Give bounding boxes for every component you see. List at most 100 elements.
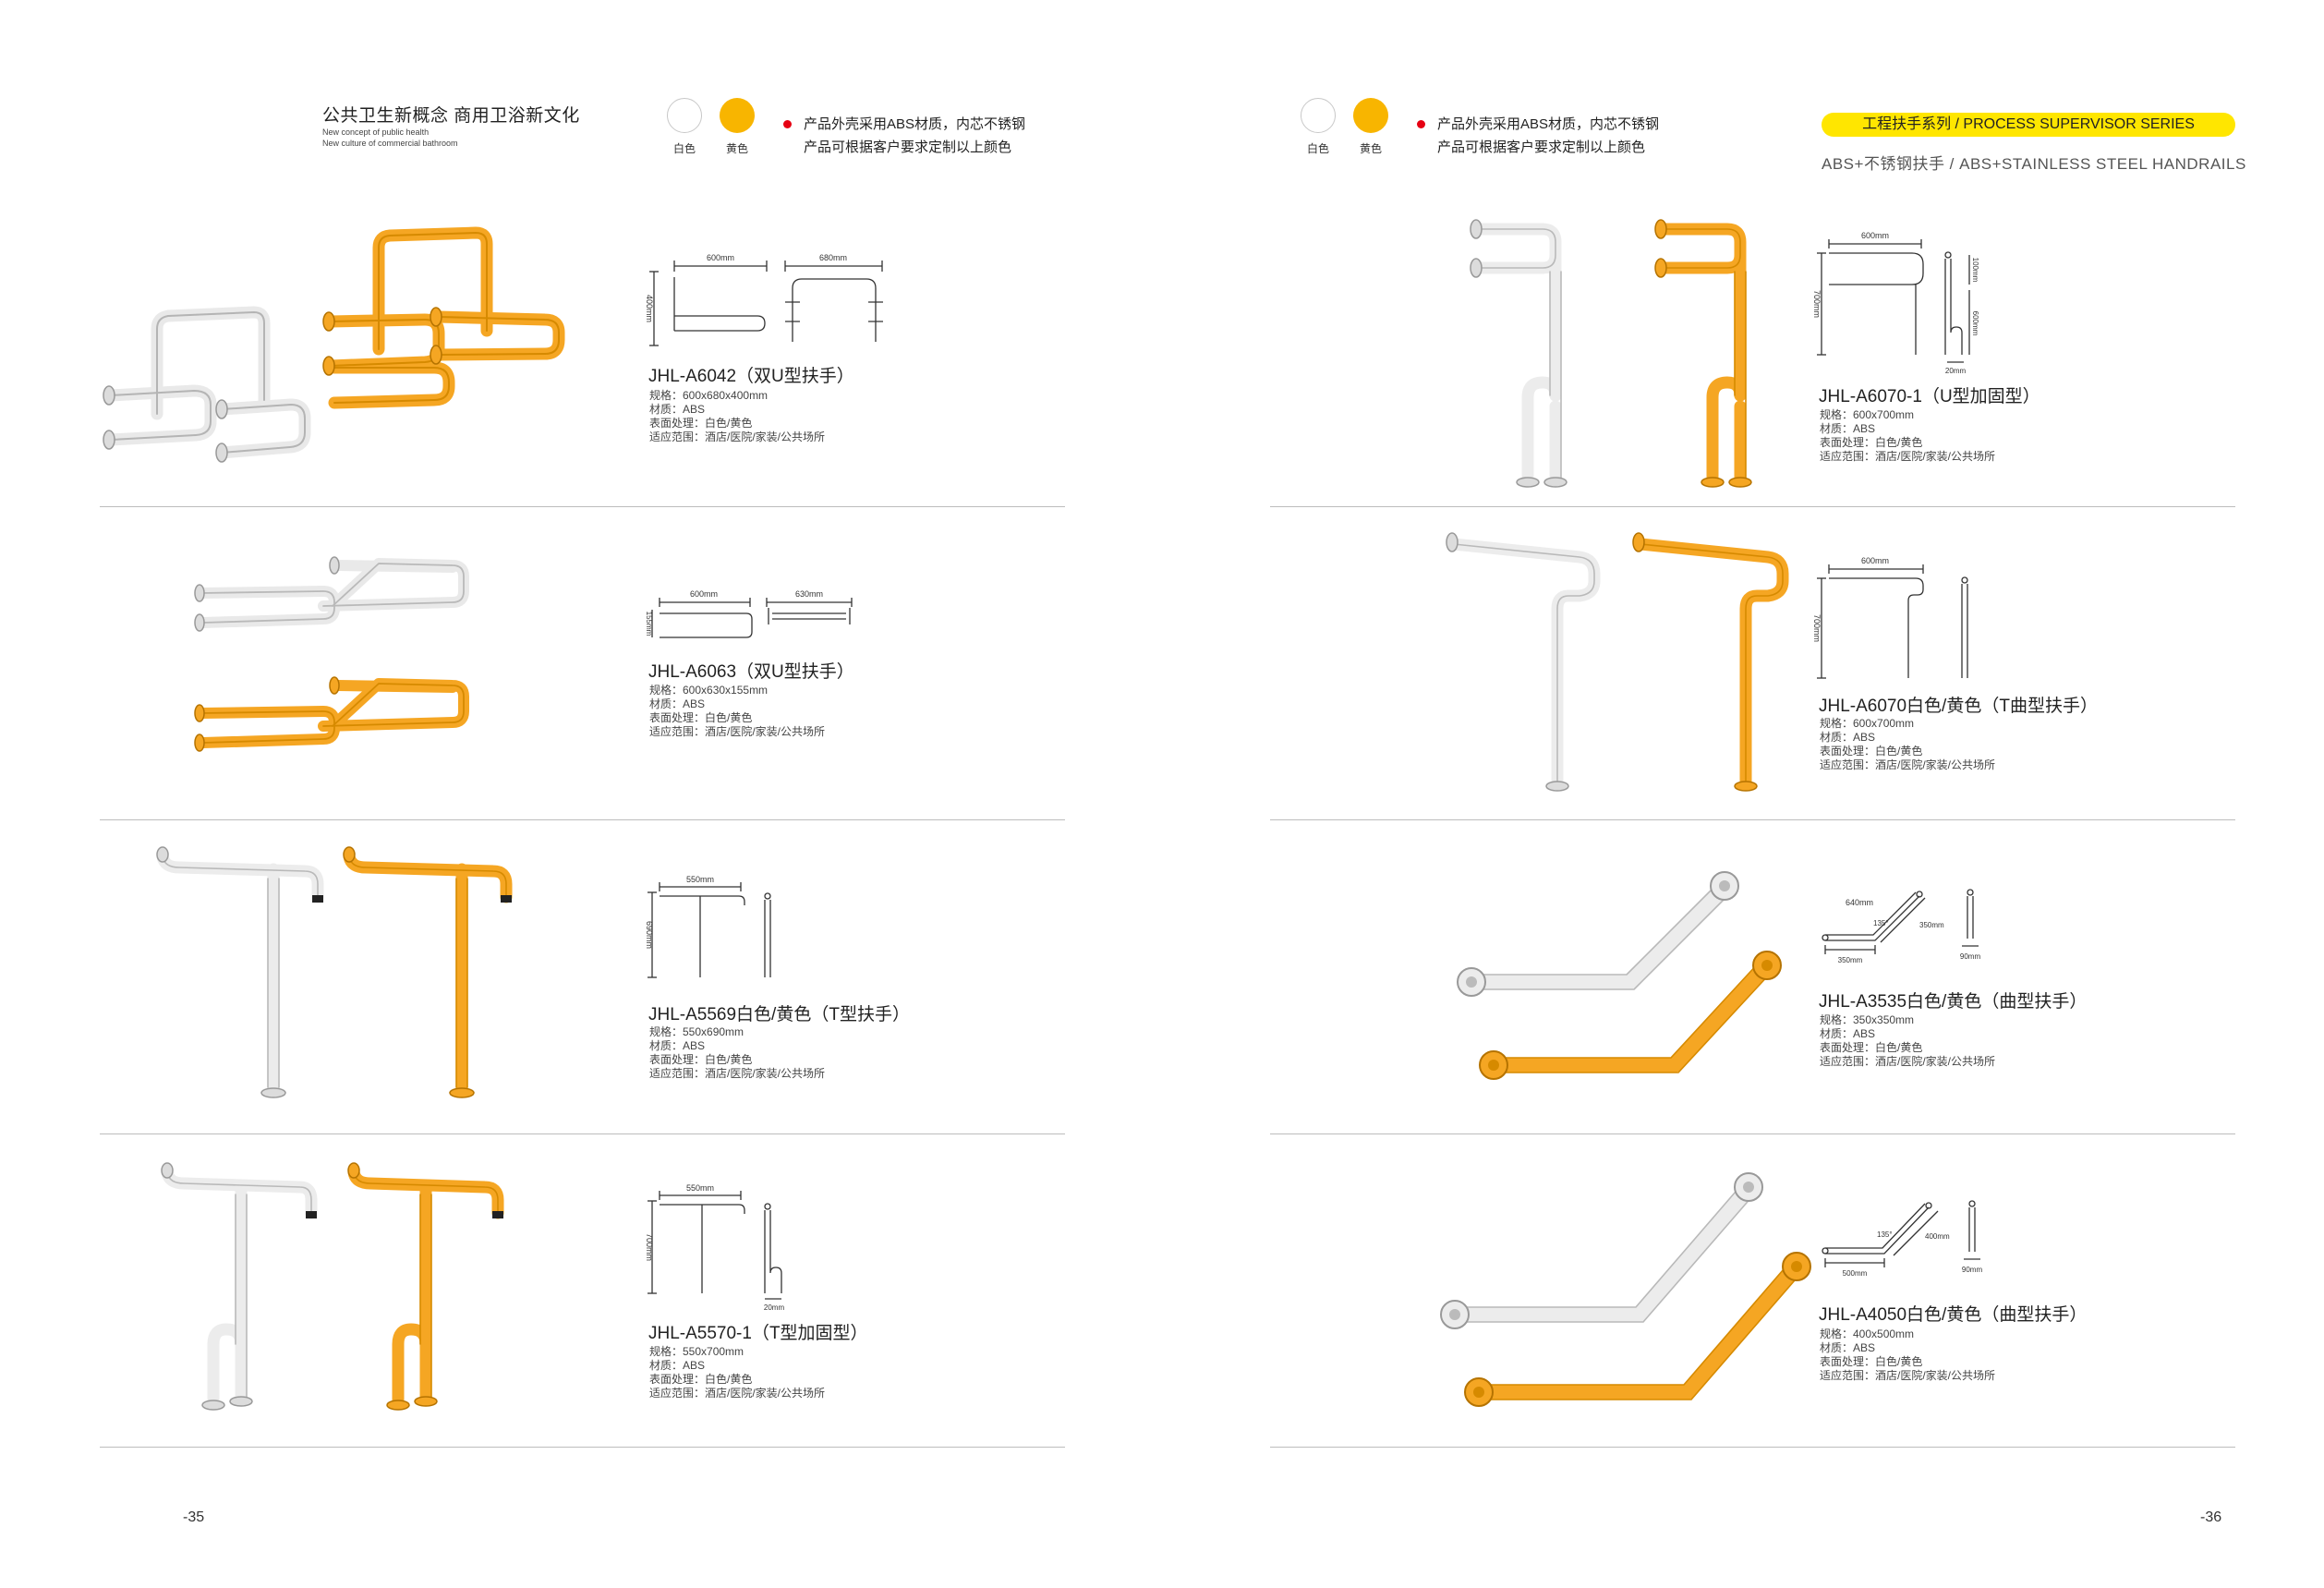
section-divider (100, 1447, 1065, 1448)
product-photo-t-curved-handrail (1446, 532, 1789, 792)
dim-width: 600mm (690, 589, 718, 599)
dim-rise: 400mm (1925, 1232, 1950, 1241)
left-page-title: 公共卫生新概念 商用卫浴新文化 (322, 106, 580, 126)
dimension-drawing: 600mm 700mm 100mm 600mm 20mm (1812, 231, 1979, 375)
product-finish: 表面处理：白色/黄色 (1820, 745, 1923, 758)
white-swatch-label: 白色 (1306, 142, 1329, 155)
dimension-drawing: 600mm 630mm 155mm (647, 589, 853, 638)
product-material: 材质：ABS (1820, 731, 1876, 744)
custom-color-note: 产品可根据客户要求定制以上颜色 (804, 139, 1012, 155)
product-material: 材质：ABS (1820, 422, 1876, 435)
section-divider (1270, 1133, 2235, 1134)
dim-depth: 680mm (819, 253, 847, 262)
product-model: JHL-A3535白色/黄色（曲型扶手） (1819, 992, 2088, 1012)
section-divider (1270, 819, 2235, 820)
product-finish: 表面处理：白色/黄色 (649, 711, 753, 724)
dim-offset: 20mm (1945, 367, 1967, 375)
bullet-dot-icon (783, 120, 792, 128)
dim-height: 700mm (1812, 614, 1822, 642)
dim-height: 700mm (647, 1233, 654, 1261)
product-spec: 规格：350x350mm (1820, 1013, 1915, 1026)
product-model: JHL-A4050白色/黄色（曲型扶手） (1819, 1305, 2088, 1325)
dim-height: 700mm (1812, 290, 1822, 318)
dim-width: 550mm (686, 876, 714, 884)
dim-leg: 600mm (1971, 311, 1979, 336)
product-material: 材质：ABS (649, 1039, 706, 1052)
product-spec: 规格：600x700mm (1820, 408, 1915, 421)
dim-rise: 350mm (1919, 921, 1944, 929)
product-photo-double-u-handrail (194, 556, 469, 752)
product-spec: 规格：400x500mm (1820, 1327, 1915, 1340)
product-finish: 表面处理：白色/黄色 (649, 417, 753, 430)
product-spec: 规格：600x630x155mm (649, 684, 769, 697)
material-note: 产品外壳采用ABS材质，内芯不锈钢 (804, 116, 1026, 132)
product-usage: 适应范围：酒店/医院/家装/公共场所 (649, 725, 826, 738)
dim-width: 600mm (1861, 231, 1889, 240)
product-usage: 适应范围：酒店/医院/家装/公共场所 (1820, 1369, 1996, 1382)
product-model: JHL-A6042（双U型扶手） (648, 367, 854, 386)
dim-height: 155mm (647, 612, 653, 636)
dimension-drawing: 600mm 680mm 400mm (647, 253, 883, 346)
product-material: 材质：ABS (649, 697, 706, 710)
product-model: JHL-A6063（双U型扶手） (648, 662, 854, 682)
dim-width: 600mm (707, 253, 734, 262)
page-number-right: -36 (2200, 1509, 2222, 1525)
dimension-drawing: 640mm 135° 350mm 350mm 90mm (1822, 889, 1981, 964)
dim-angle: 135° (1877, 1230, 1893, 1239)
series-subtitle: ABS+不锈钢扶手 / ABS+STAINLESS STEEL HANDRAIL… (1822, 155, 2246, 173)
product-usage: 适应范围：酒店/医院/家装/公共场所 (649, 1067, 826, 1080)
yellow-color-swatch (720, 98, 755, 133)
dim-offset: 20mm (764, 1303, 785, 1312)
product-photo-t-handrail (156, 846, 513, 1098)
dim-depth: 90mm (1960, 952, 1981, 961)
product-model: JHL-A5569白色/黄色（T型扶手） (648, 1005, 910, 1024)
white-color-swatch (667, 98, 702, 133)
yellow-swatch-label: 黄色 (725, 142, 748, 155)
product-finish: 表面处理：白色/黄色 (1820, 1041, 1923, 1054)
dim-base: 350mm (1838, 956, 1863, 964)
product-photo-angled-handrail (1440, 1172, 1811, 1407)
product-usage: 适应范围：酒店/医院/家装/公共场所 (1820, 1055, 1996, 1068)
product-usage: 适应范围：酒店/医院/家装/公共场所 (1820, 450, 1996, 463)
yellow-color-swatch (1353, 98, 1388, 133)
product-usage: 适应范围：酒店/医院/家装/公共场所 (649, 430, 826, 443)
dim-base: 500mm (1843, 1269, 1868, 1278)
product-photo-double-u-handrail (103, 226, 565, 463)
product-finish: 表面处理：白色/黄色 (649, 1373, 753, 1386)
dim-angle: 135° (1873, 919, 1889, 927)
product-model: JHL-A5570-1（T型加固型） (648, 1324, 868, 1343)
product-material: 材质：ABS (649, 1359, 706, 1372)
dimension-drawing: 600mm 700mm (1812, 556, 1968, 679)
dimension-drawing: 550mm 690mm (647, 876, 771, 978)
product-photo-u-reinforced-handrail (1470, 219, 1752, 488)
yellow-swatch-label: 黄色 (1359, 142, 1382, 155)
product-usage: 适应范围：酒店/医院/家装/公共场所 (1820, 758, 1996, 771)
product-spec: 规格：600x680x400mm (649, 389, 769, 402)
product-usage: 适应范围：酒店/医院/家装/公共场所 (649, 1387, 826, 1400)
left-page-subtitle-2: New culture of commercial bathroom (322, 139, 458, 148)
section-divider (1270, 1447, 2235, 1448)
product-spec: 规格：600x700mm (1820, 717, 1915, 730)
dim-diagonal: 640mm (1846, 898, 1873, 907)
page-number-left: -35 (183, 1509, 205, 1525)
series-badge: 工程扶手系列 / PROCESS SUPERVISOR SERIES (1822, 113, 2235, 137)
product-photo-angled-handrail (1457, 871, 1782, 1080)
product-finish: 表面处理：白色/黄色 (1820, 436, 1923, 449)
product-spec: 规格：550x690mm (649, 1025, 744, 1038)
bullet-dot-icon (1417, 120, 1425, 128)
section-divider (100, 1133, 1065, 1134)
product-material: 材质：ABS (649, 403, 706, 416)
product-model: JHL-A6070-1（U型加固型） (1819, 387, 2040, 406)
product-model: JHL-A6070白色/黄色（T曲型扶手） (1819, 697, 2098, 716)
dim-height: 690mm (647, 921, 654, 949)
product-material: 材质：ABS (1820, 1027, 1876, 1040)
dimension-drawing: 135° 400mm 500mm 90mm (1822, 1200, 1982, 1278)
section-divider (100, 506, 1065, 507)
dim-depth: 630mm (795, 589, 823, 599)
dim-width: 550mm (686, 1184, 714, 1193)
left-page-subtitle-1: New concept of public health (322, 127, 430, 137)
white-color-swatch (1301, 98, 1336, 133)
dim-top: 100mm (1971, 258, 1979, 283)
custom-color-note: 产品可根据客户要求定制以上颜色 (1437, 139, 1646, 155)
section-divider (1270, 506, 2235, 507)
